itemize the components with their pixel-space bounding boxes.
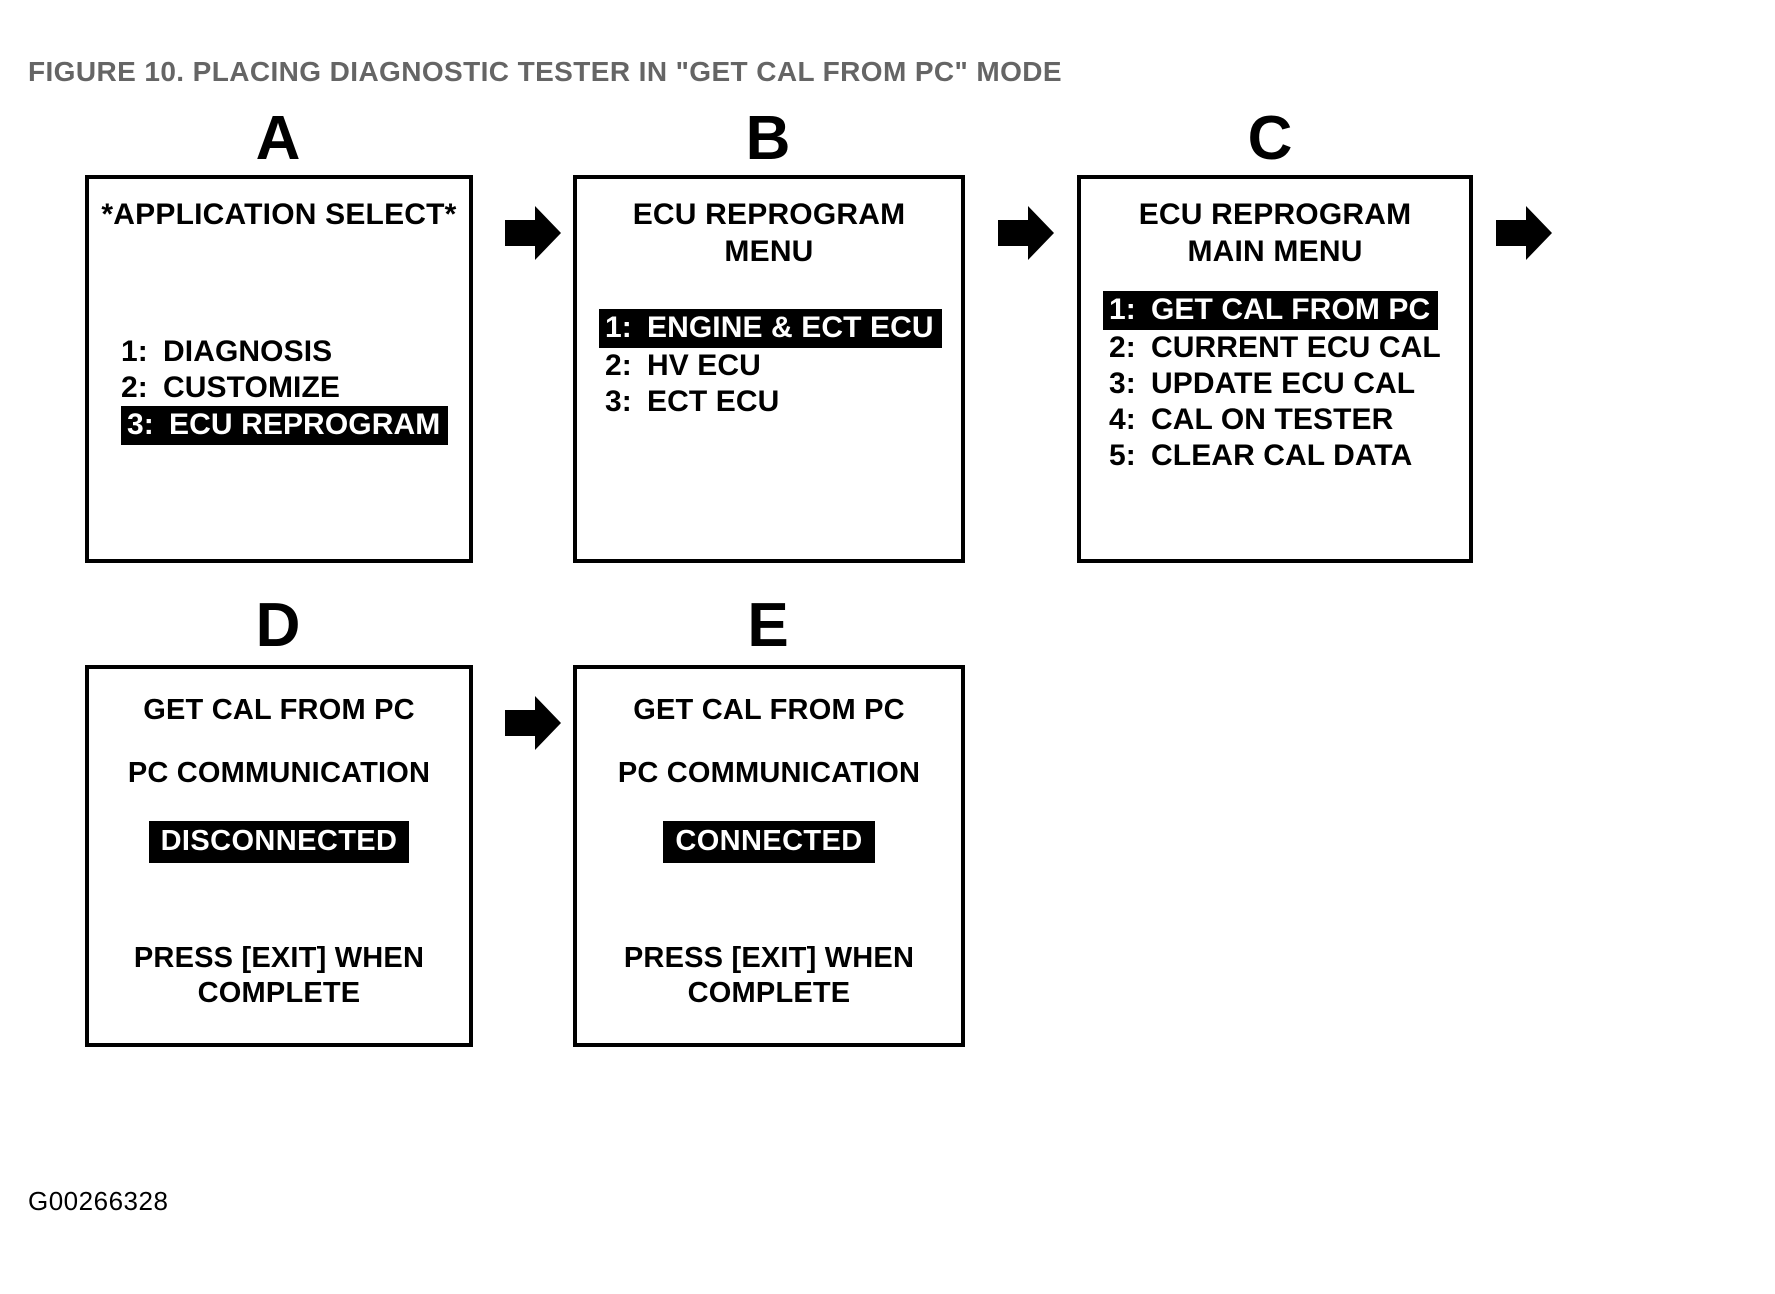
screen-d-subheading: PC COMMUNICATION [127,757,431,789]
menu-item-c-3-number: 3: [1109,367,1136,401]
panel-letter-a: A [255,104,301,173]
arrow-b-to-c [998,206,1054,265]
screen-c-title-line-2: MAIN MENU [1187,234,1363,268]
menu-item-c-4[interactable]: 4: CAL ON TESTER [1103,402,1441,438]
menu-item-a-1-label: DIAGNOSIS [163,335,333,368]
screen-e-footer-line-1: PRESS [EXIT] WHEN [623,942,915,974]
status-badge-connected: CONNECTED [663,821,875,863]
menu-item-a-2[interactable]: 2: CUSTOMIZE [121,370,448,406]
screen-d-footer-line-1: PRESS [EXIT] WHEN [133,942,425,974]
menu-item-c-1-label: GET CAL FROM PC [1151,293,1431,326]
menu-item-c-5-label: CLEAR CAL DATA [1151,439,1413,473]
screen-d-heading: GET CAL FROM PC [143,694,415,726]
menu-item-c-5-number: 5: [1109,439,1136,473]
menu-item-a-1[interactable]: 1: DIAGNOSIS [121,334,448,370]
menu-item-a-1-number: 1: [121,335,148,368]
panel-letter-b: B [745,104,791,173]
menu-item-c-1[interactable]: 1: GET CAL FROM PC [1103,291,1441,331]
menu-item-a-2-label: CUSTOMIZE [163,371,341,405]
menu-list-b: 1: ENGINE & ECT ECU 2: HV ECU 3: ECT ECU [599,309,942,420]
screen-panel-b: ECU REPROGRAM MENU 1: ENGINE & ECT ECU 2:… [573,175,965,563]
status-badge-disconnected: DISCONNECTED [148,821,410,863]
menu-item-b-2-label: HV ECU [647,349,761,383]
menu-item-b-1-highlight: 1: ENGINE & ECT ECU [599,309,942,349]
menu-item-c-2-number: 2: [1109,331,1136,365]
screen-panel-c: ECU REPROGRAM MAIN MENU 1: GET CAL FROM P… [1077,175,1473,563]
menu-item-a-2-number: 2: [121,371,148,405]
menu-item-b-1[interactable]: 1: ENGINE & ECT ECU [599,309,942,349]
menu-item-b-1-number: 1: [605,311,632,344]
menu-item-b-2[interactable]: 2: HV ECU [599,348,942,384]
screen-e-footer-line-2: COMPLETE [687,976,851,1009]
menu-item-c-1-number: 1: [1109,293,1136,326]
menu-list-c: 1: GET CAL FROM PC 2: CURRENT ECU CAL 3: UP… [1103,291,1441,474]
menu-item-b-3-label: ECT ECU [647,385,780,419]
screen-b-title-line-1: ECU REPROGRAM [632,198,906,231]
screen-d-footer-line-2: COMPLETE [197,976,361,1009]
screen-panel-e: GET CAL FROM PC PC COMMUNICATION CONNECT… [573,665,965,1047]
screen-e-heading: GET CAL FROM PC [633,694,905,726]
screen-b-title-line-2: MENU [724,234,814,268]
menu-item-c-4-label: CAL ON TESTER [1151,403,1394,437]
menu-list-a: 1: DIAGNOSIS 2: CUSTOMIZE 3: ECU REPROGRAM [121,334,449,446]
screen-e-subheading: PC COMMUNICATION [617,757,921,789]
menu-item-b-1-label: ENGINE & ECT ECU [647,311,934,344]
menu-item-c-2[interactable]: 2: CURRENT ECU CAL [1103,330,1441,366]
menu-item-a-3-number: 3: [127,408,154,442]
arrow-c-to-d [1496,206,1552,265]
menu-item-c-4-number: 4: [1109,403,1136,437]
menu-item-c-2-label: CURRENT ECU CAL [1151,331,1441,365]
screen-d-status-wrap: DISCONNECTED [89,821,469,863]
figure-code: G00266328 [28,1186,169,1216]
screen-d-footer: PRESS [EXIT] WHEN COMPLETE [89,941,469,1011]
menu-item-c-3-label: UPDATE ECU CAL [1151,367,1416,401]
screen-c-title-line-1: ECU REPROGRAM [1138,198,1412,231]
menu-item-a-3-highlight: 3: ECU REPROGRAM [121,406,449,446]
screen-panel-d: GET CAL FROM PC PC COMMUNICATION DISCONN… [85,665,473,1047]
menu-item-c-1-highlight: 1: GET CAL FROM PC [1103,291,1439,331]
arrow-a-to-b [505,206,561,265]
figure-title: FIGURE 10. PLACING DIAGNOSTIC TESTER IN … [28,56,1063,87]
panel-letter-e: E [747,591,789,660]
screen-e-footer: PRESS [EXIT] WHEN COMPLETE [577,941,961,1011]
screen-e-status-wrap: CONNECTED [577,821,961,863]
menu-item-b-3[interactable]: 3: ECT ECU [599,384,942,420]
screen-a-title-line-1: *APPLICATION SELECT* [101,198,457,231]
panel-letter-d: D [255,591,301,660]
menu-item-c-5[interactable]: 5: CLEAR CAL DATA [1103,438,1441,474]
arrow-d-to-e [505,696,561,755]
menu-item-b-3-number: 3: [605,385,632,419]
menu-item-a-3-label: ECU REPROGRAM [169,408,441,442]
menu-item-a-3[interactable]: 3: ECU REPROGRAM [121,406,449,446]
screen-panel-a: *APPLICATION SELECT* 1: DIAGNOSIS 2: CUSTO… [85,175,473,563]
menu-item-b-2-number: 2: [605,349,632,383]
panel-letter-c: C [1247,104,1293,173]
menu-item-c-3[interactable]: 3: UPDATE ECU CAL [1103,366,1441,402]
